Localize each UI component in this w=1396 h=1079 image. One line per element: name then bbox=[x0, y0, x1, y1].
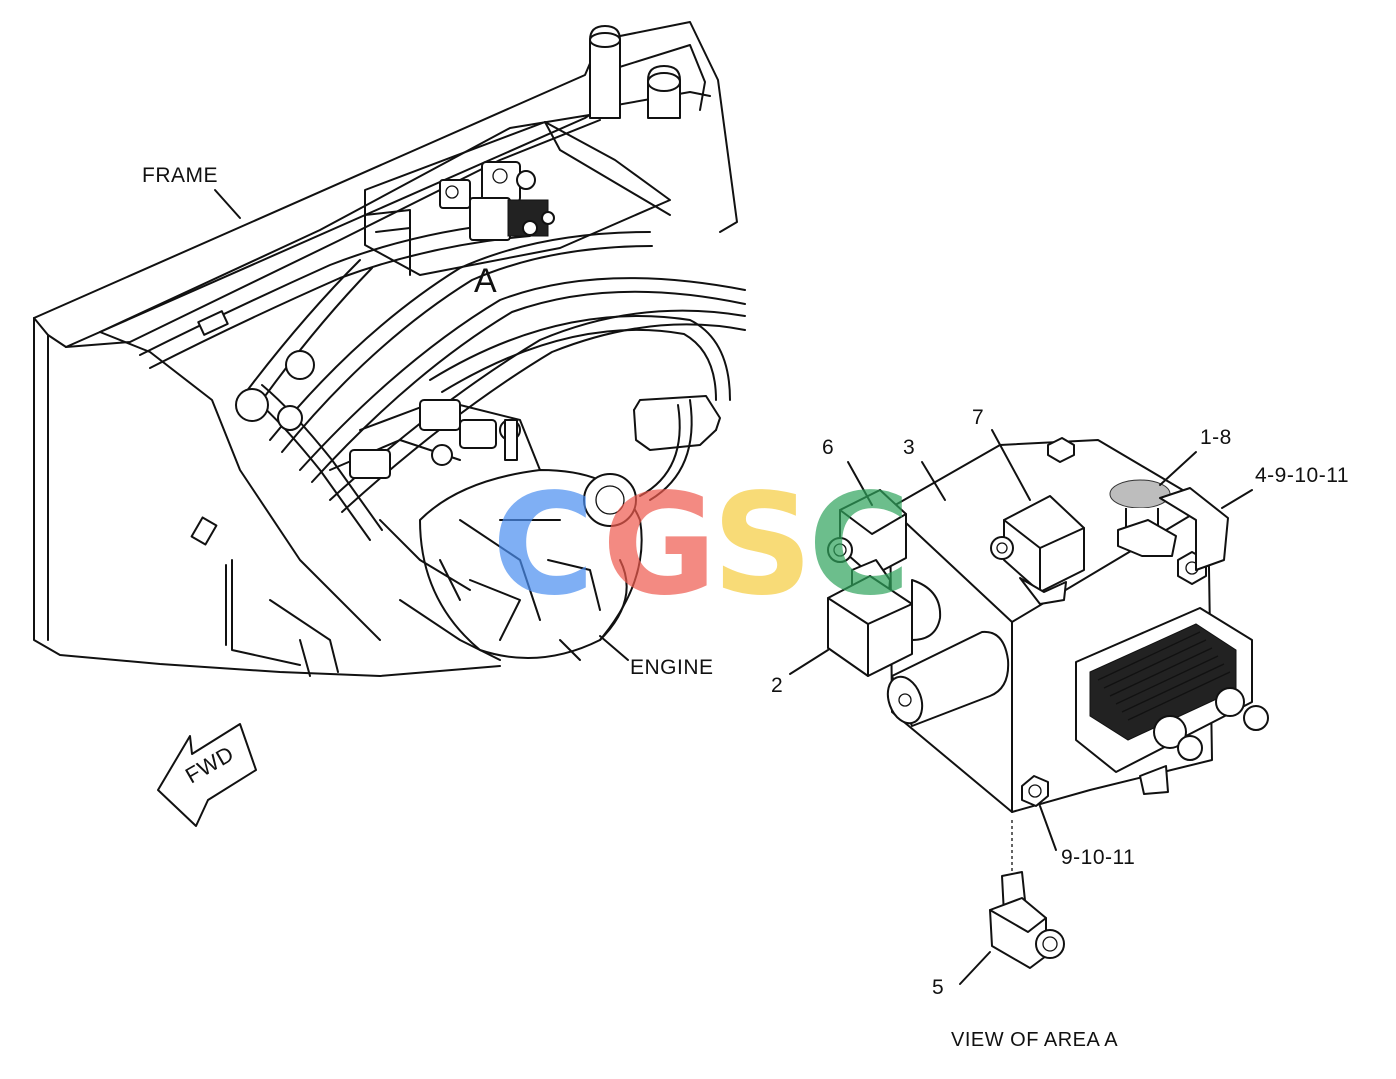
machine-frame bbox=[33, 21, 738, 677]
leader-lines-detail bbox=[789, 429, 1253, 985]
watermark-letter: C bbox=[492, 464, 595, 627]
callout-1-8: 1-8 bbox=[1200, 426, 1232, 449]
hose-bundle bbox=[139, 221, 746, 541]
watermark-letter: C bbox=[808, 464, 911, 627]
engine-drawing bbox=[235, 350, 643, 661]
callout-2: 2 bbox=[771, 674, 784, 697]
watermark-letter: S bbox=[712, 464, 813, 627]
view-caption: VIEW OF AREA A bbox=[951, 1029, 1119, 1051]
callout-5: 5 bbox=[932, 976, 945, 999]
watermark-letter: G bbox=[602, 464, 717, 627]
valve-on-frame bbox=[439, 161, 555, 241]
callout-7: 7 bbox=[972, 406, 985, 429]
fwd-arrow-icon bbox=[157, 723, 257, 827]
area-a-marker: A bbox=[474, 262, 498, 300]
frame-label: FRAME bbox=[142, 164, 218, 187]
engine-label: ENGINE bbox=[630, 656, 714, 679]
callout-6: 6 bbox=[822, 436, 835, 459]
callout-4-9-10-11: 4-9-10-11 bbox=[1255, 464, 1349, 487]
callout-3: 3 bbox=[903, 436, 916, 459]
elbow-fitting bbox=[989, 820, 1065, 969]
callout-9-10-11: 9-10-11 bbox=[1061, 846, 1136, 869]
valve-block-assembly bbox=[827, 437, 1269, 813]
leader-lines-main bbox=[214, 189, 629, 661]
